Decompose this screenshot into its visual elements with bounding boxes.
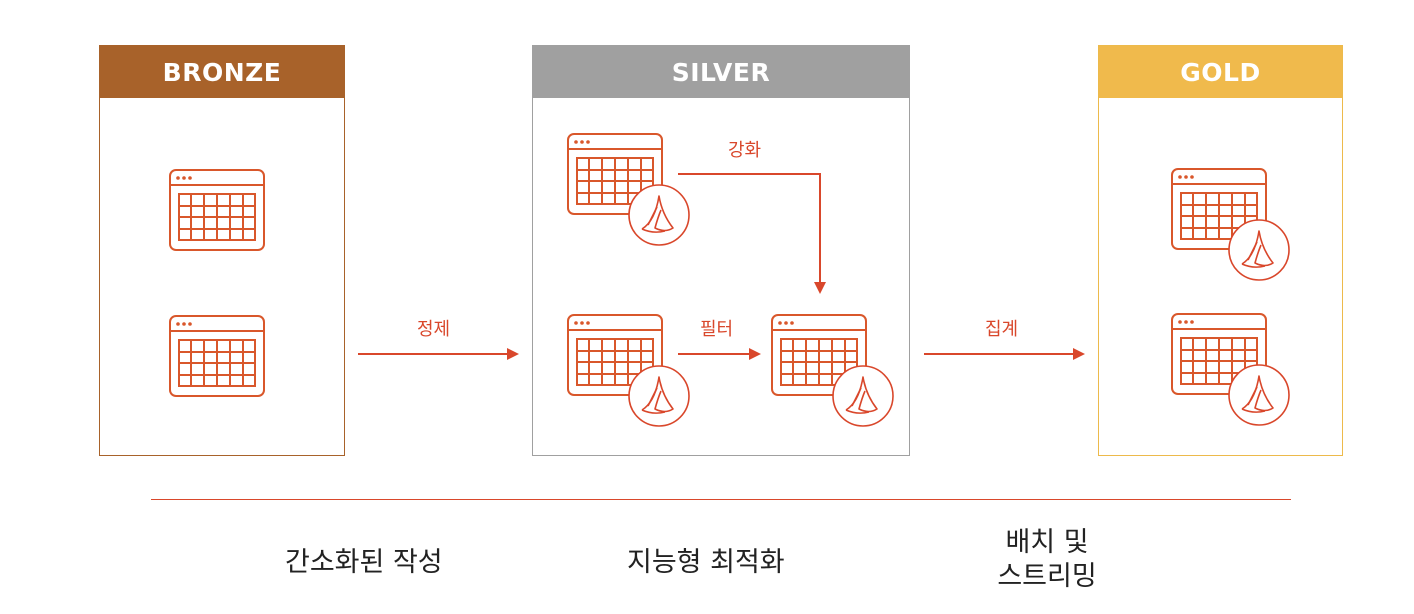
silver-header: SILVER — [533, 46, 909, 98]
caption-simplified-authoring: 간소화된 작성 — [285, 547, 443, 578]
divider — [151, 499, 1291, 500]
gold-header: GOLD — [1099, 46, 1342, 98]
gold-tier: GOLD — [1098, 45, 1343, 456]
caption-batch-streaming: 배치 및 스트리밍 — [985, 526, 1109, 594]
enrich-arrow — [678, 173, 826, 294]
caption-intelligent-optimization: 지능형 최적화 — [627, 547, 785, 578]
bronze-header: BRONZE — [100, 46, 344, 98]
caption-batch-line2: 스트리밍 — [997, 561, 1097, 592]
aggregate-label: 집계 — [985, 319, 1019, 340]
refine-label: 정제 — [417, 319, 451, 340]
caption-batch-line1: 배치 및 — [1005, 527, 1089, 558]
enrich-label: 강화 — [728, 140, 762, 161]
filter-label: 필터 — [700, 319, 734, 340]
